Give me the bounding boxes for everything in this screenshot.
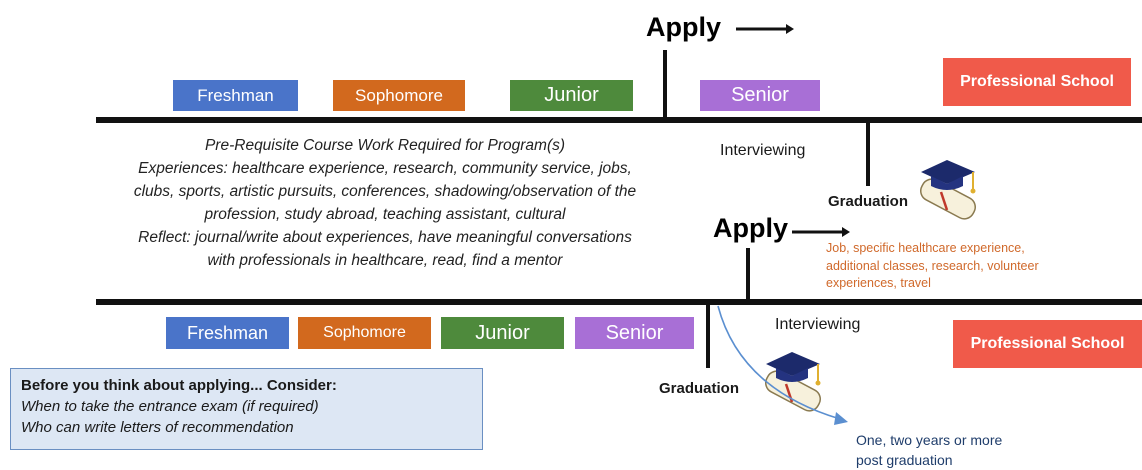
stage-freshman-bottom: Freshman <box>166 317 289 349</box>
consider-box: Before you think about applying... Consi… <box>10 368 483 450</box>
graduation-cap-diploma-icon <box>920 160 976 220</box>
professional-school-top: Professional School <box>943 58 1131 106</box>
arrow-right-icon <box>792 227 850 237</box>
experiences-line-3: profession, study abroad, teaching assis… <box>204 206 566 223</box>
apply-divider-middle <box>746 248 750 302</box>
interviewing-label-top: Interviewing <box>720 142 806 159</box>
stage-junior-bottom: Junior <box>441 317 564 349</box>
reflect-text-1: journal/write about experiences, have me… <box>190 229 632 246</box>
experiences-line-2: clubs, sports, artistic pursuits, confer… <box>133 183 637 200</box>
consider-heading: Before you think about applying... Consi… <box>21 377 337 394</box>
reflect-line-2: with professionals in healthcare, read, … <box>207 252 563 269</box>
post-grad-text-1: One, two years or more <box>856 432 1003 448</box>
prereq-experiences-reflect-text: Pre-Requisite Course Work Required for P… <box>90 134 680 272</box>
stage-senior-top: Senior <box>700 80 820 111</box>
gap-year-options: Job, specific healthcare experience, add… <box>826 240 1066 293</box>
gap-text-1: Job, specific healthcare experience, <box>826 241 1025 255</box>
experiences-lead: Experiences: <box>138 160 228 177</box>
reflect-line-1: Reflect: journal/write about experiences… <box>90 226 680 249</box>
graduation-cap-diploma-icon <box>765 352 821 412</box>
prereq-title: Pre-Requisite Course Work Required for P… <box>204 137 566 154</box>
curved-arrow-icon <box>717 305 848 425</box>
stage-junior-top: Junior <box>510 80 633 111</box>
experiences-line-1: Experiences: healthcare experience, rese… <box>90 157 680 180</box>
reflect-lead: Reflect: <box>138 229 191 246</box>
graduation-divider-bottom <box>706 302 710 368</box>
graduation-label-bottom: Graduation <box>659 380 740 397</box>
apply-label-top: Apply <box>646 12 722 42</box>
gap-text-3: experiences, travel <box>826 276 931 290</box>
graduation-label-top: Graduation <box>828 193 909 210</box>
post-grad-text-2: post graduation <box>856 452 953 468</box>
interviewing-label-bottom: Interviewing <box>775 316 861 333</box>
arrow-right-icon <box>736 24 794 34</box>
experiences-text-1: healthcare experience, research, communi… <box>227 160 632 177</box>
gap-text-2: additional classes, research, volunteer <box>826 258 1039 273</box>
stage-sophomore-top: Sophomore <box>333 80 465 111</box>
post-graduation-note: One, two years or more post graduation <box>856 430 1076 470</box>
consider-line-2: Who can write letters of recommendation <box>21 419 294 436</box>
consider-line-1: When to take the entrance exam (if requi… <box>21 398 319 415</box>
timeline-top <box>96 117 1142 123</box>
apply-divider-top <box>663 50 667 120</box>
professional-school-bottom: Professional School <box>953 320 1142 368</box>
stage-senior-bottom: Senior <box>575 317 694 349</box>
stage-sophomore-bottom: Sophomore <box>298 317 431 349</box>
graduation-divider-top <box>866 120 870 186</box>
timeline-bottom <box>96 299 1142 305</box>
stage-freshman-top: Freshman <box>173 80 298 111</box>
apply-label-middle: Apply <box>713 213 789 243</box>
